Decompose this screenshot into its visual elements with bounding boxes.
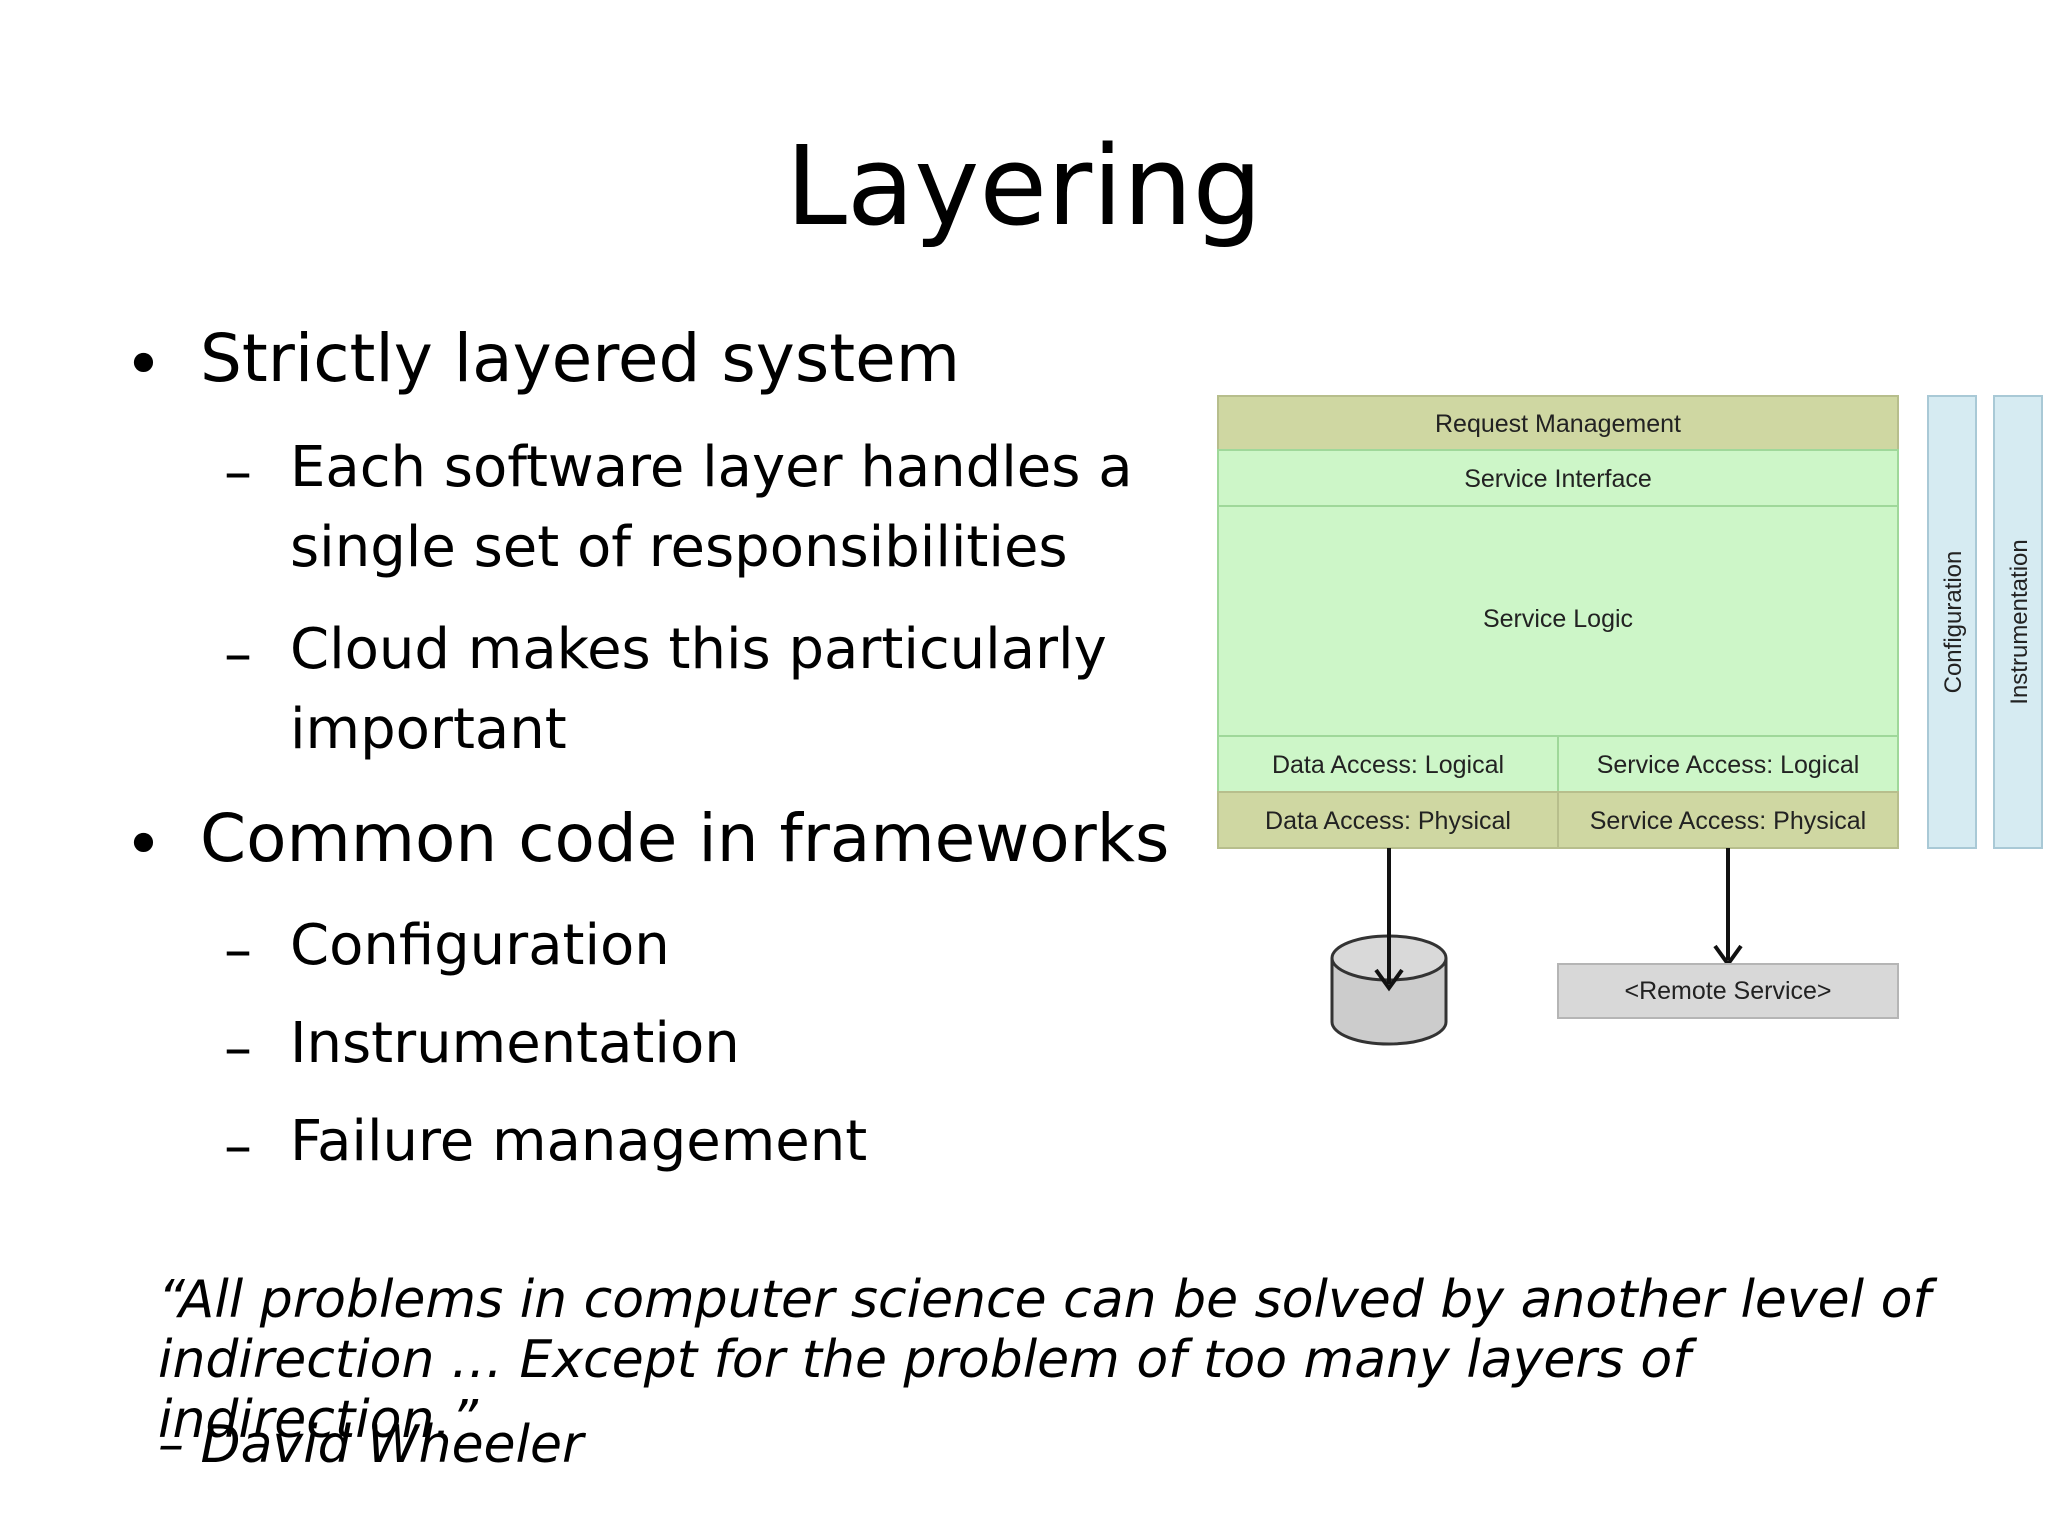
arrow-to-remote-service bbox=[1713, 848, 1743, 968]
dash-marker: – bbox=[224, 622, 252, 687]
instrumentation-bar bbox=[1993, 395, 2043, 849]
quote: “All problems in computer science can be… bbox=[158, 1270, 1988, 1450]
instrumentation-bar-label: Instrumentation bbox=[2006, 539, 2033, 704]
data-access-physical-label: Data Access: Physical bbox=[1265, 807, 1511, 835]
quote-line-2: indirection … Except for the problem of … bbox=[158, 1330, 1691, 1450]
service-access-logical-label: Service Access: Logical bbox=[1597, 751, 1860, 779]
quote-line-1: “All problems in computer science can be… bbox=[158, 1270, 1931, 1330]
bullet-strictly-layered: Strictly layered system bbox=[200, 320, 960, 397]
service-logic-label: Service Logic bbox=[1483, 605, 1633, 633]
arrow-to-database bbox=[1374, 848, 1404, 992]
sub-bullet-cloud-line2: important bbox=[290, 697, 567, 762]
request-management-label: Request Management bbox=[1435, 410, 1681, 438]
service-interface-label: Service Interface bbox=[1464, 465, 1652, 493]
service-logic-layer bbox=[1217, 505, 1899, 737]
request-management-layer bbox=[1217, 395, 1899, 451]
remote-service-box bbox=[1557, 963, 1899, 1019]
data-access-logical-label: Data Access: Logical bbox=[1272, 751, 1504, 779]
dash-marker: – bbox=[224, 1114, 252, 1179]
configuration-bar-label: Configuration bbox=[1940, 551, 1967, 694]
configuration-bar bbox=[1927, 395, 1977, 849]
bullet-marker: • bbox=[124, 326, 163, 403]
data-access-logical-layer bbox=[1217, 735, 1559, 793]
remote-service-label: <Remote Service> bbox=[1624, 977, 1831, 1005]
slide-title: Layering bbox=[785, 122, 1263, 250]
sub-bullet-configuration: Configuration bbox=[290, 913, 670, 978]
bullet-common-code: Common code in frameworks bbox=[200, 800, 1170, 877]
service-interface-layer bbox=[1217, 449, 1899, 507]
service-access-physical-label: Service Access: Physical bbox=[1590, 807, 1867, 835]
bullet-marker: • bbox=[124, 806, 163, 883]
sub-bullet-cloud-line1: Cloud makes this particularly bbox=[290, 617, 1107, 682]
service-access-physical-layer bbox=[1557, 791, 1899, 849]
dash-marker: – bbox=[224, 440, 252, 505]
sub-bullet-each-layer-line2: single set of responsibilities bbox=[290, 515, 1068, 580]
sub-bullet-failure-management: Failure management bbox=[290, 1109, 868, 1174]
dash-marker: – bbox=[224, 1016, 252, 1081]
dash-marker: – bbox=[224, 918, 252, 983]
service-access-logical-layer bbox=[1557, 735, 1899, 793]
bullet-list: • Strictly layered system – Each softwar… bbox=[0, 0, 1200, 1200]
sub-bullet-instrumentation: Instrumentation bbox=[290, 1011, 740, 1076]
sub-bullet-each-layer-line1: Each software layer handles a bbox=[290, 435, 1133, 500]
quote-author: – David Wheeler bbox=[158, 1415, 584, 1475]
